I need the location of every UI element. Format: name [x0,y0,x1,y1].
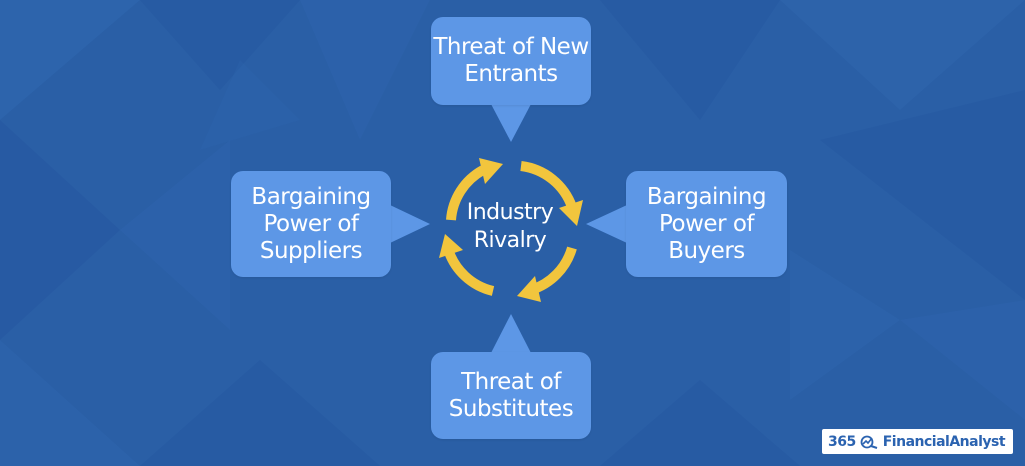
cycle-arrow-top [446,165,486,221]
supplier-power-box: Bargaining Power of Suppliers [231,171,391,277]
threat-new-entrants-box: Threat of New Entrants [431,17,591,105]
cycle-arrowhead-right [559,200,583,226]
industry-rivalry-label: Industry Rivalry [466,200,554,253]
logo-number: 365 [828,433,856,450]
cycle-arrowhead-top [479,158,503,184]
logo-icon [860,435,878,449]
cycle-arrow-right [520,161,577,209]
brand-logo: 365 FinancialAnalyst [822,429,1013,454]
threat-new-entrants-label: Threat of New Entrants [433,34,589,87]
left-callout-pointer [390,205,430,243]
top-callout-pointer [491,104,531,142]
cycle-arrowhead-left [439,234,463,258]
supplier-power-label: Bargaining Power of Suppliers [251,183,371,264]
cycle-arrow-left [443,247,495,296]
buyer-power-label: Bargaining Power of Buyers [646,183,767,264]
logo-name: FinancialAnalyst [882,433,1006,450]
cycle-arrowhead-bottom [517,276,541,302]
threat-substitutes-label: Threat of Substitutes [448,368,574,422]
right-callout-pointer [586,205,627,243]
threat-substitutes-box: Threat of Substitutes [431,352,591,439]
buyer-power-box: Bargaining Power of Buyers [626,171,787,277]
cycle-arrows-icon [439,158,583,302]
bottom-callout-pointer [491,314,531,353]
